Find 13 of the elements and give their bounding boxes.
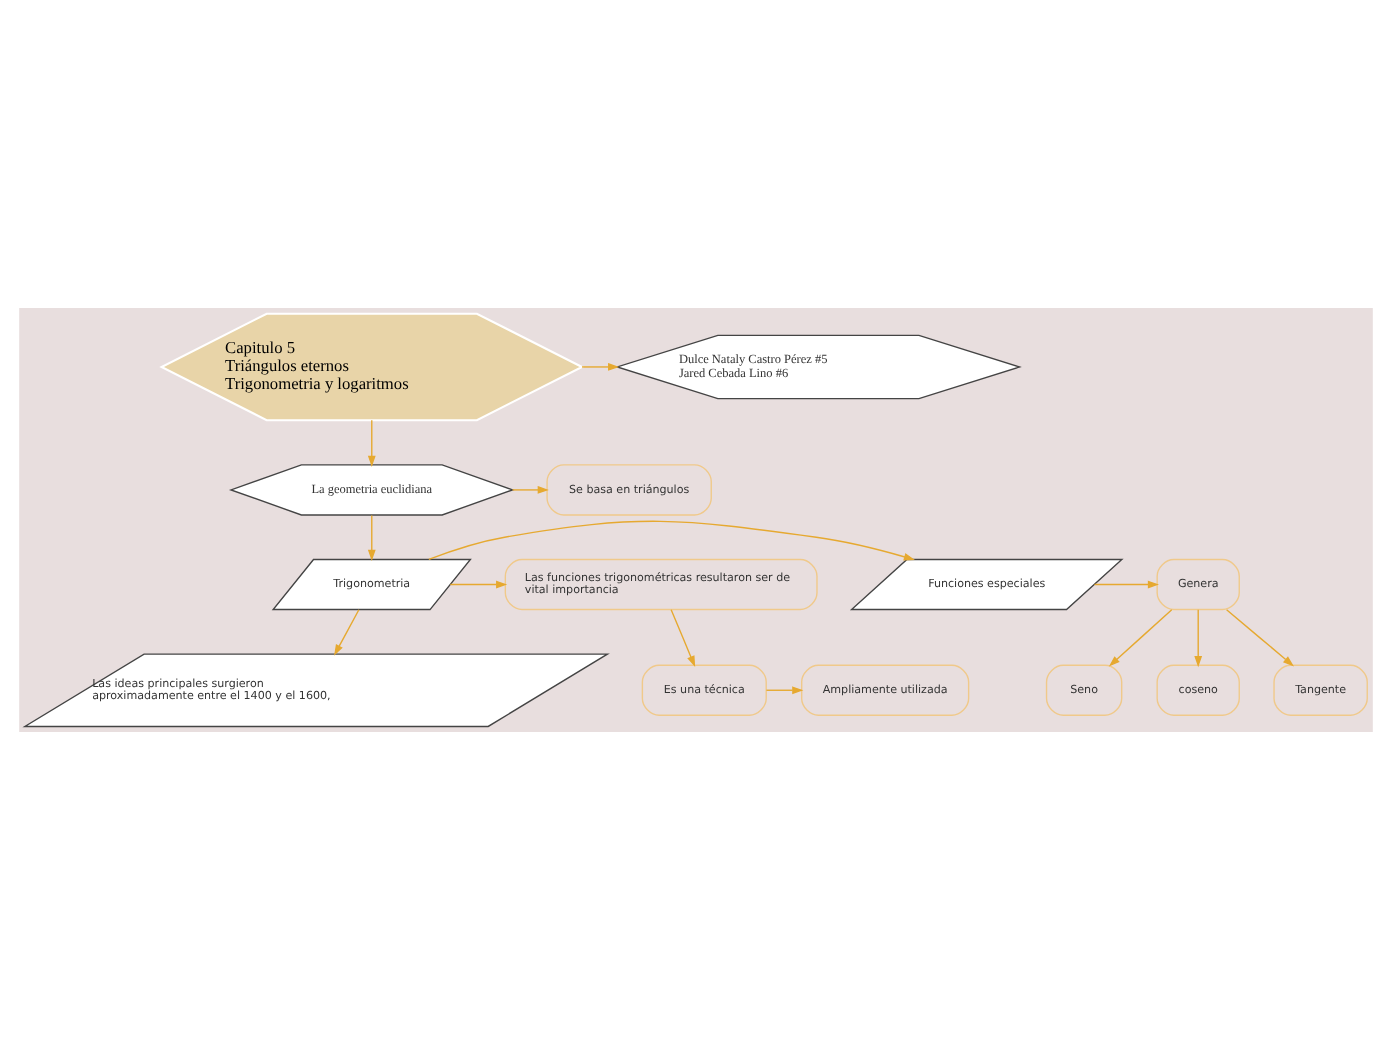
arrow <box>581 363 620 371</box>
arrow <box>1194 609 1203 668</box>
arrow <box>670 609 696 668</box>
arrow <box>1108 609 1173 667</box>
arrow <box>511 486 549 494</box>
arrow <box>1225 609 1294 667</box>
arrow <box>1093 580 1159 589</box>
arrow <box>367 514 376 561</box>
arrow <box>334 609 360 656</box>
arrow <box>428 520 915 561</box>
arrow <box>367 419 376 467</box>
arrow <box>765 686 804 695</box>
arrow <box>449 580 508 589</box>
